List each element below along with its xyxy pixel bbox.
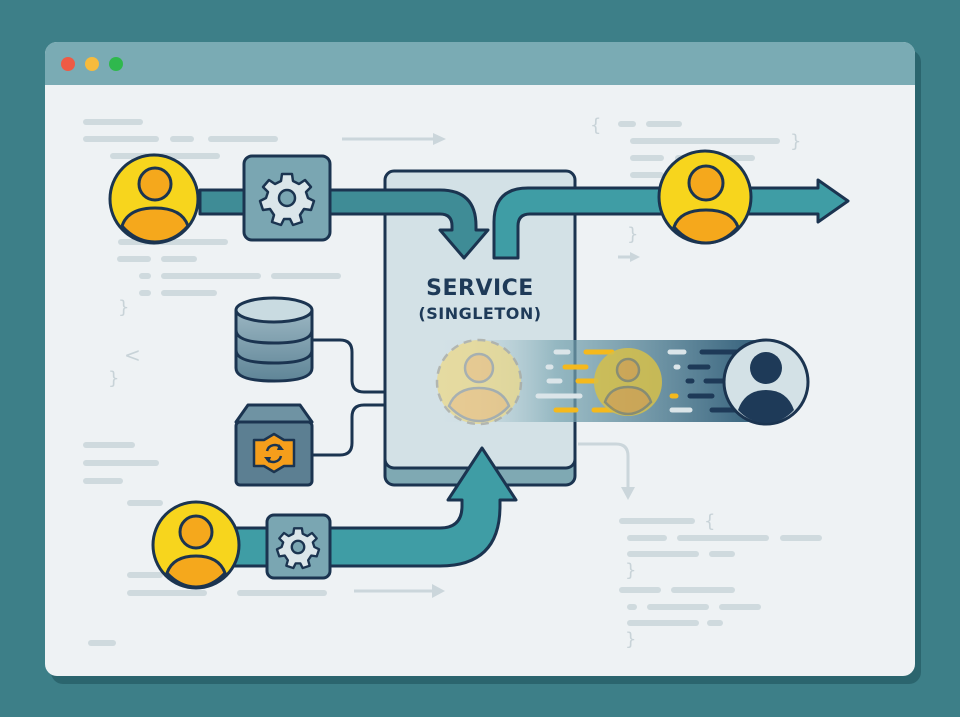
- close-button[interactable]: [61, 57, 75, 71]
- database-icon[interactable]: [234, 296, 314, 383]
- client-user-icon-bottom-left[interactable]: [151, 500, 241, 590]
- svg-text:}: }: [118, 297, 129, 318]
- service-title: SERVICE: [426, 276, 534, 301]
- client-user-icon-top-right[interactable]: [657, 149, 753, 245]
- gear-processor-bottom[interactable]: [265, 513, 332, 580]
- service-singleton-panel[interactable]: [383, 169, 577, 487]
- minimize-button[interactable]: [85, 57, 99, 71]
- client-user-icon-top-left[interactable]: [108, 153, 200, 245]
- moving-instance-user-icon: [594, 348, 662, 416]
- svg-text:{: {: [590, 115, 601, 136]
- svg-text:}: }: [625, 629, 636, 650]
- svg-text:}: }: [790, 131, 801, 152]
- window-titlebar: [45, 42, 915, 85]
- code-brace-decoration: { } } } < } { } }: [108, 115, 801, 650]
- svg-text:}: }: [625, 560, 636, 581]
- gear-icon: [258, 172, 316, 227]
- gear-icon: [275, 527, 321, 570]
- svg-text:}: }: [627, 224, 638, 245]
- maximize-button[interactable]: [109, 57, 123, 71]
- dark-user-icon[interactable]: [722, 338, 810, 426]
- service-subtitle: (SINGLETON): [418, 304, 542, 323]
- faint-arrows: [342, 133, 640, 598]
- data-connectors: [312, 338, 385, 457]
- outgoing-response-arrow: [492, 178, 850, 260]
- svg-text:{: {: [704, 511, 715, 532]
- sync-box-icon[interactable]: [234, 403, 314, 487]
- ghost-instance-user-icon: [435, 338, 523, 426]
- code-decoration: [83, 119, 822, 646]
- svg-text:<: <: [124, 343, 141, 367]
- svg-text:}: }: [108, 368, 119, 389]
- gear-processor-top[interactable]: [242, 154, 332, 242]
